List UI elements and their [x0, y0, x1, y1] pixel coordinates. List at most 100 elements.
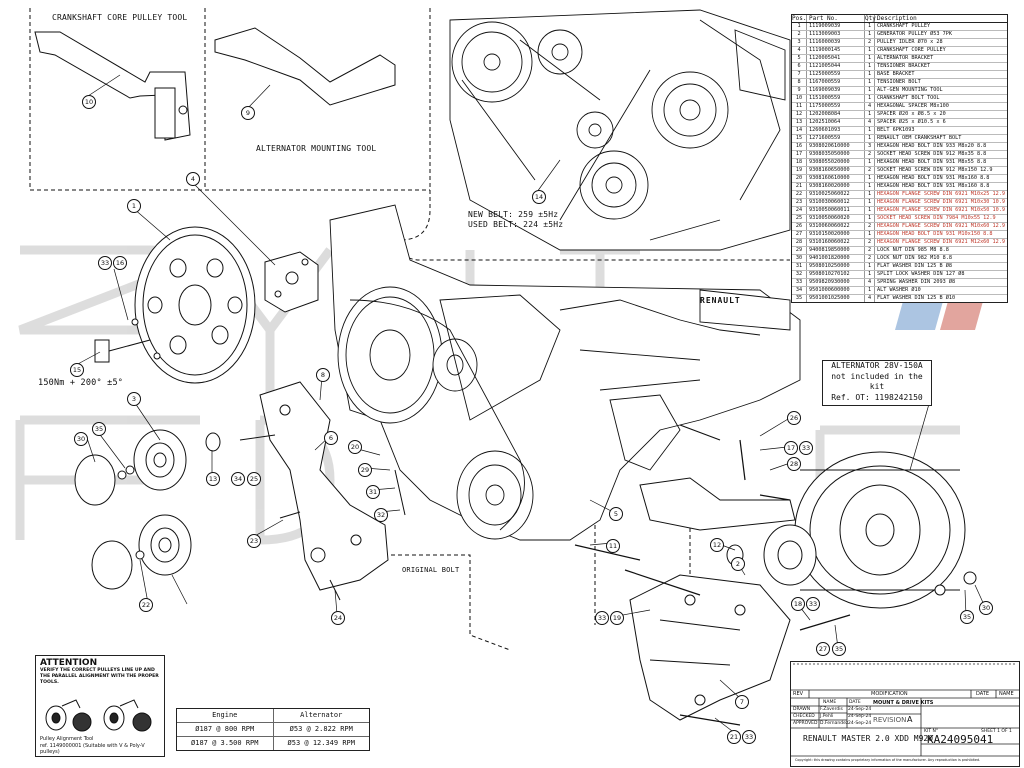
rpm-cell: Ø187 @ 800 RPM — [177, 723, 274, 736]
part-qty: 1 — [865, 159, 875, 166]
part-description: SOCKET HEAD SCREW DIN 912 M8x150 12.9 — [877, 167, 993, 173]
part-pos: 31 — [792, 263, 807, 270]
part-number: 9308020610000 — [807, 143, 865, 150]
engine-brand-label: RENAULT — [700, 296, 741, 305]
idler-pulley-lower — [91, 514, 192, 590]
part-description: SPACER Ø25 x Ø10.5 x 6 — [877, 119, 946, 125]
callout-33: 33 — [98, 256, 112, 270]
part-number: 9310050060011 — [807, 207, 865, 214]
part-number: 9508010270102 — [807, 271, 865, 278]
part-pos: 16 — [792, 143, 807, 150]
part-number: 1151000559 — [807, 95, 865, 102]
part-description: HEXAGON FLANGE SCREW DIN 6921 M12x60 12.… — [877, 239, 1006, 245]
part-description: HEXAGON FLANGE SCREW DIN 6921 M10x50 10.… — [877, 207, 1006, 213]
rpm-cell: Ø187 @ 3.500 RPM — [177, 737, 274, 750]
part-pos: 11 — [792, 103, 807, 110]
part-pos: 4 — [792, 47, 807, 54]
callout-28: 28 — [787, 457, 801, 471]
callout-1: 1 — [127, 199, 141, 213]
part-pos: 2 — [792, 31, 807, 38]
part-number: 9310150020000 — [807, 231, 865, 238]
part-description: FLAT WASHER DIN 125 B Ø10 — [877, 295, 956, 301]
base-bracket — [629, 574, 791, 721]
alternator-note-line1: ALTERNATOR 28V-150A — [831, 361, 923, 370]
part-number: 1125000559 — [807, 71, 865, 78]
part-number: 1121005044 — [807, 63, 865, 70]
rev-label: REV — [793, 691, 804, 697]
callout-35: 35 — [960, 610, 974, 624]
part-description: SOCKET HEAD SCREW DIN 7984 M10x55 12.9 — [877, 215, 996, 221]
part-number: 1202008084 — [807, 111, 865, 118]
part-qty: 1 — [865, 79, 875, 86]
part-number: 1119009039 — [807, 23, 865, 30]
callout-30: 30 — [74, 432, 88, 446]
part-number: 9509820930000 — [807, 279, 865, 286]
part-qty: 3 — [865, 143, 875, 150]
part-qty: 1 — [865, 47, 875, 54]
original-bolt-label: ORIGINAL BOLT — [402, 566, 460, 574]
callout-34: 34 — [231, 472, 245, 486]
part-qty: 1 — [865, 23, 875, 30]
part-number: 1119000145 — [807, 47, 865, 54]
part-qty: 2 — [865, 39, 875, 46]
part-pos: 32 — [792, 271, 807, 278]
part-qty: 1 — [865, 63, 875, 70]
part-description: HEXAGON HEAD BOLT DIN 931 M8x55 8.8 — [877, 159, 987, 165]
part-qty: 1 — [865, 199, 875, 206]
callout-7: 7 — [735, 695, 749, 709]
crankshaft-bolt — [94, 318, 161, 363]
callout-3: 3 — [127, 392, 141, 406]
alternator-note-line2: not included in the kit — [831, 371, 923, 392]
alternator-tool-title: ALTERNATOR MOUNTING TOOL — [256, 144, 377, 153]
part-description: GENERATOR PULLEY Ø53 7PK — [877, 31, 952, 37]
callout-25: 25 — [247, 472, 261, 486]
part-description: HEXAGON FLANGE SCREW DIN 6921 M10x25 12.… — [877, 191, 1006, 197]
callout-18: 18 — [791, 597, 805, 611]
part-pos: 12 — [792, 111, 807, 118]
header-qty: Qty. — [865, 15, 880, 22]
sheet-label: SHEET 1 OF 1 — [981, 729, 1012, 734]
part-number: 1271600559 — [807, 135, 865, 142]
attention-box: ATTENTION VERIFY THE CORRECT PULLEYS LIN… — [35, 655, 165, 757]
part-pos: 17 — [792, 151, 807, 158]
part-pos: 25 — [792, 215, 807, 222]
part-description: TENSIONER BRACKET — [877, 63, 931, 69]
header-description: Description — [877, 15, 917, 22]
copyright-footer: Copyright: this drawing contains proprie… — [795, 758, 981, 762]
part-number: 9308055020000 — [807, 159, 865, 166]
part-pos: 28 — [792, 239, 807, 246]
part-description: BASE BRACKET — [877, 71, 915, 77]
alternator-note: ALTERNATOR 28V-150A not included in the … — [822, 360, 932, 406]
engine-block — [329, 204, 801, 541]
part-qty: 1 — [865, 271, 875, 278]
crankshaft-pulley — [134, 226, 256, 384]
part-description: LOCK NUT DIN 982 M10 8.8 — [877, 255, 952, 261]
callout-33: 33 — [595, 611, 609, 625]
part-pos: 23 — [792, 199, 807, 206]
callout-33: 33 — [806, 597, 820, 611]
modification-label: MODIFICATION — [871, 691, 908, 697]
part-qty: 4 — [865, 279, 875, 286]
part-qty: 1 — [865, 95, 875, 102]
title-block: REV MODIFICATION DATE NAME NAME DATE DRA… — [790, 661, 1020, 767]
rpm-header: Engine Alternator — [177, 709, 369, 723]
part-qty: 2 — [865, 151, 875, 158]
rpm-row: Ø187 @ 800 RPM Ø53 @ 2.822 RPM — [177, 723, 369, 737]
part-number: 1167000559 — [807, 79, 865, 86]
rpm-header-engine: Engine — [177, 709, 274, 722]
part-number: 1120005041 — [807, 55, 865, 62]
